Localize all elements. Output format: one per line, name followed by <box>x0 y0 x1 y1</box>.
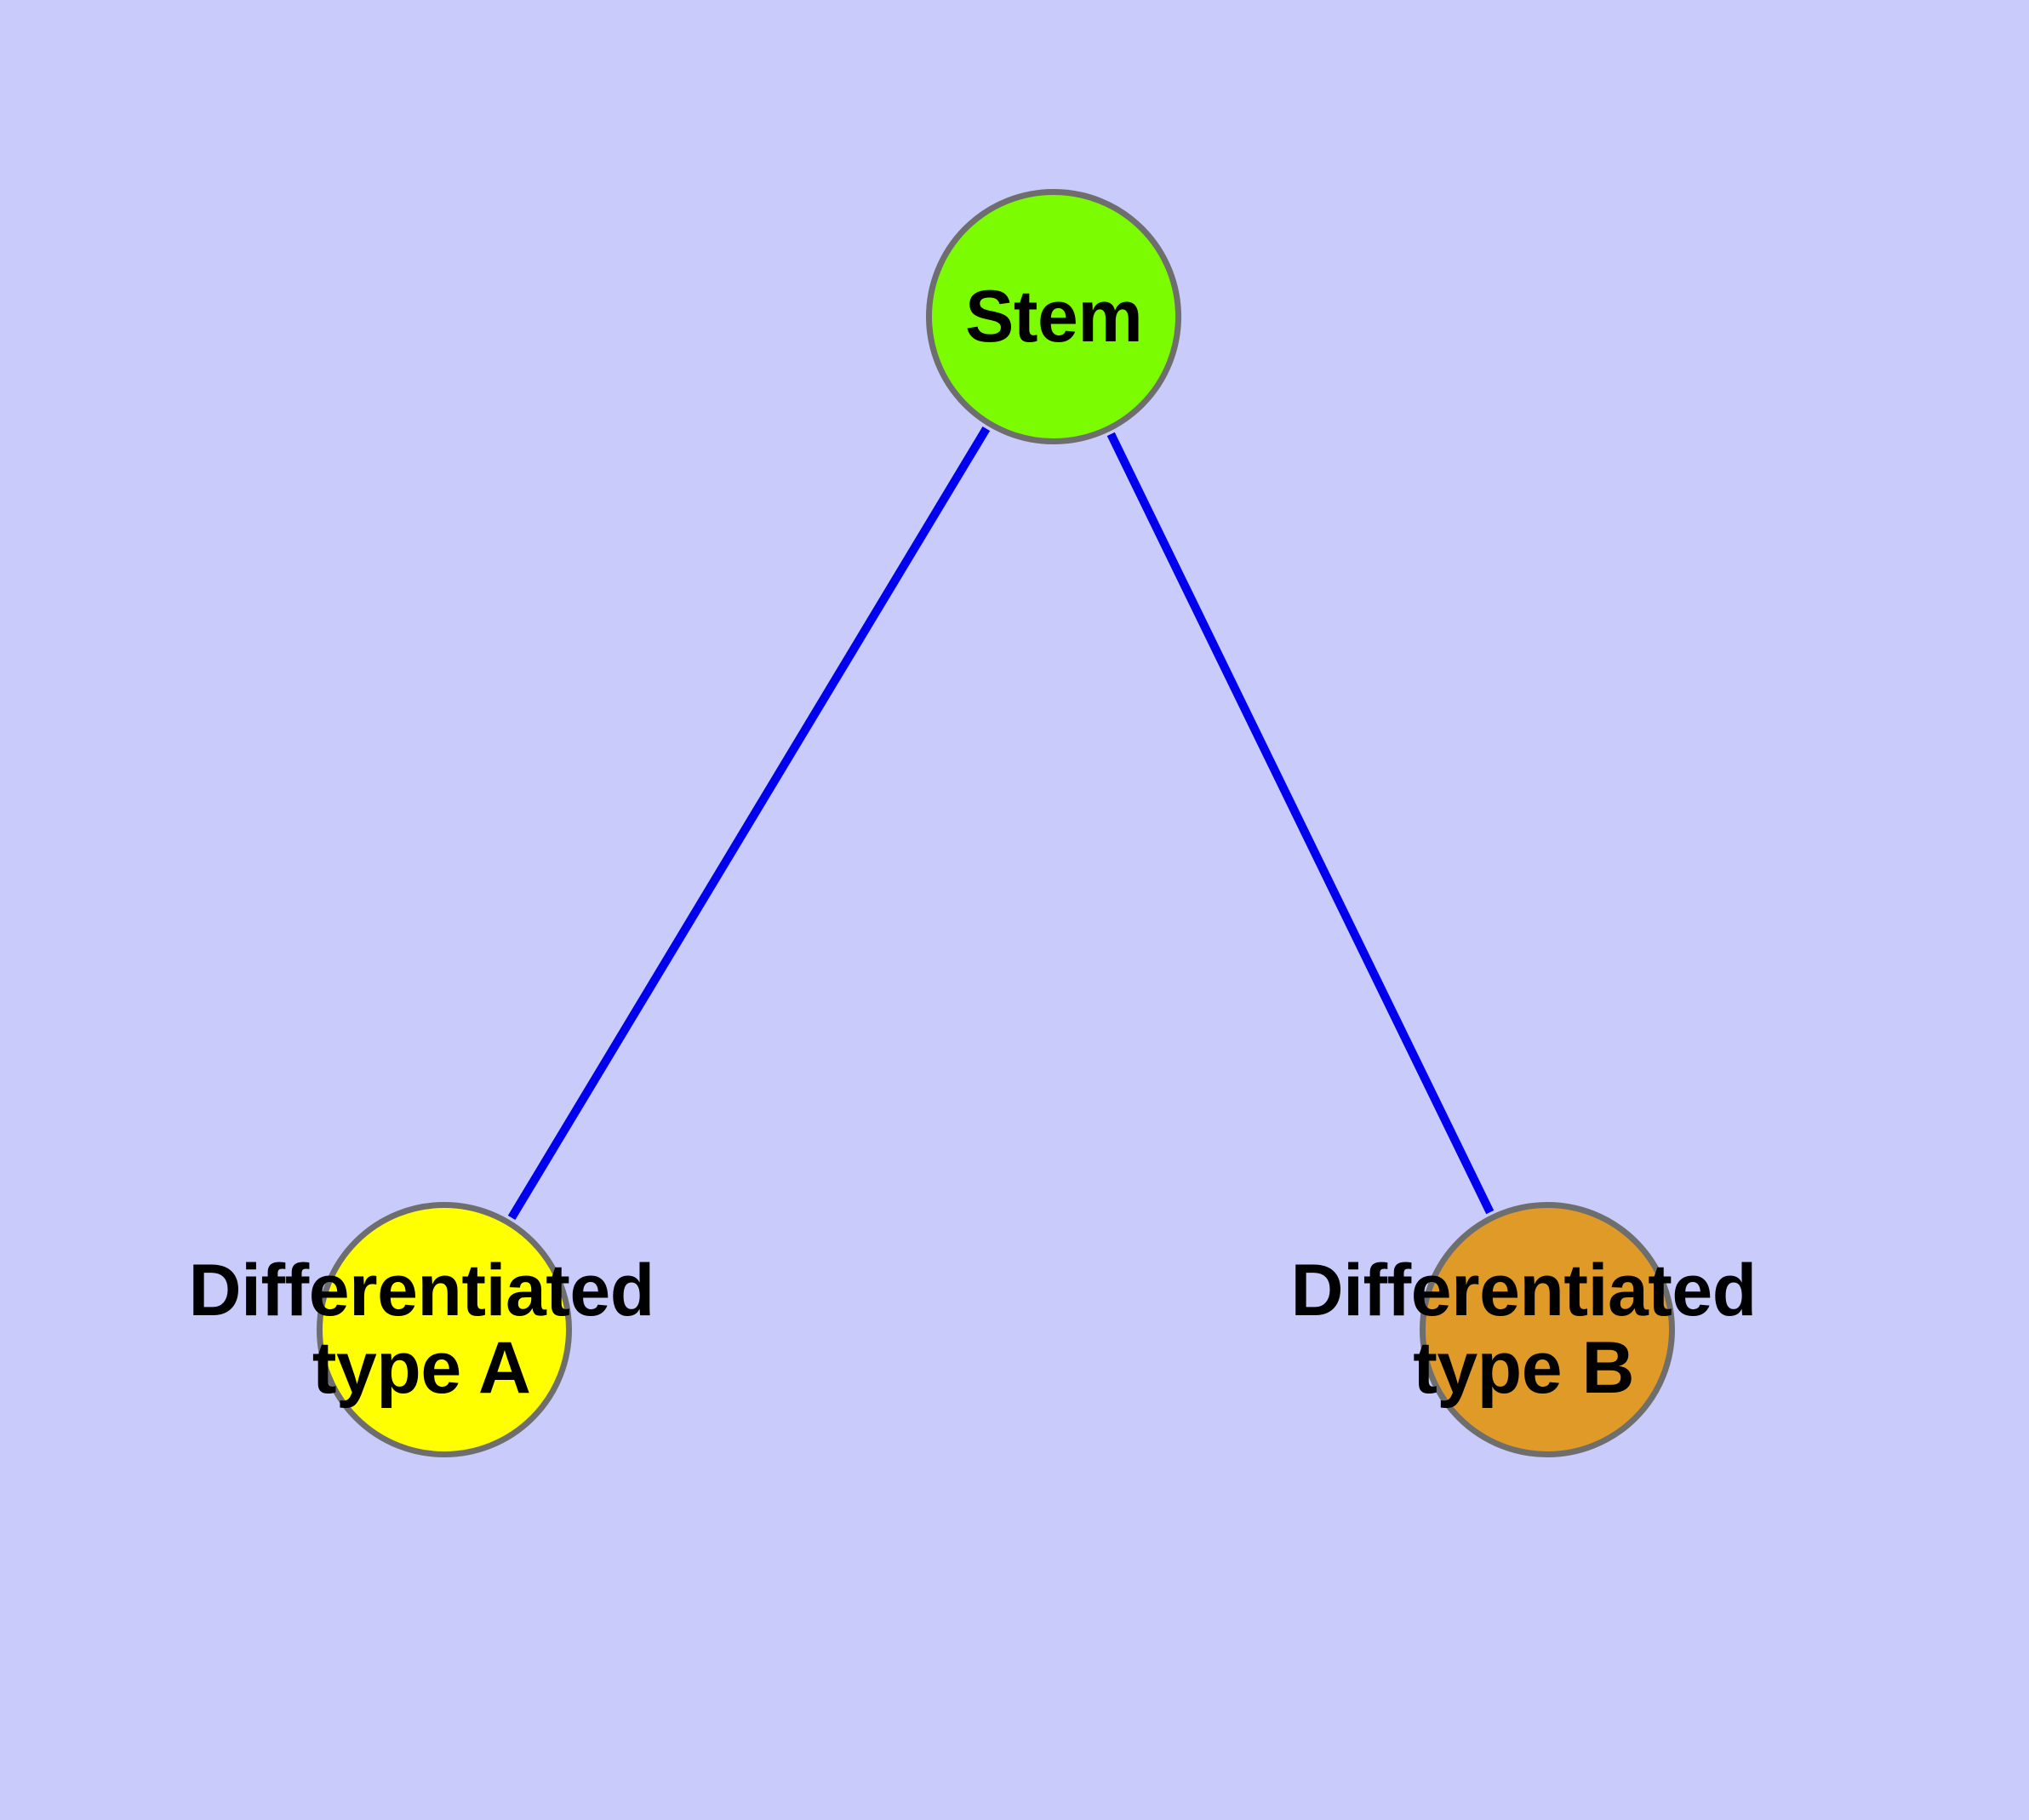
edges-group <box>507 426 1495 1221</box>
node-diff-b[interactable] <box>1420 1202 1675 1457</box>
node-diff-a[interactable] <box>317 1202 572 1457</box>
edge-stem-to-diff-a <box>507 426 991 1221</box>
edge-stem-to-diff-b <box>1106 432 1495 1215</box>
node-stem[interactable] <box>926 189 1181 444</box>
